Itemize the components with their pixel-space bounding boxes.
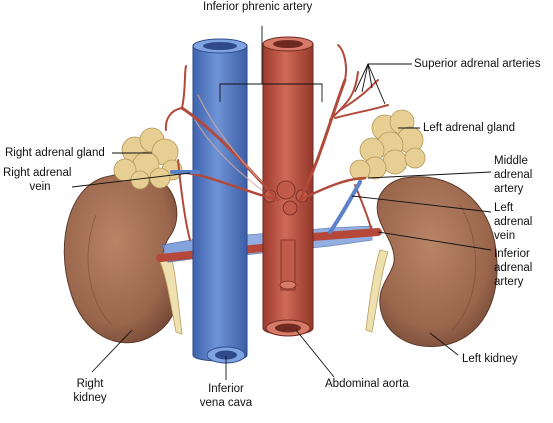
label-left-adrenal-gland: Left adrenal gland — [423, 122, 516, 134]
label-middle-adrenal-artery-line3: artery — [494, 183, 524, 195]
label-right-kidney-line1: Right — [76, 378, 104, 390]
label-inferior-adrenal-artery-line1: Inferior — [494, 248, 530, 260]
label-right-kidney-line2: kidney — [73, 392, 107, 404]
label-middle-adrenal-artery-line2: adrenal — [494, 169, 533, 181]
label-inferior-vena-cava-line1: Inferior — [208, 383, 244, 395]
label-inferior-phrenic-artery: Inferior phrenic artery — [203, 1, 313, 13]
label-abdominal-aorta: Abdominal aorta — [325, 378, 409, 390]
label-left-adrenal-vein-line2: adrenal — [494, 216, 533, 228]
label-left-kidney: Left kidney — [462, 353, 518, 365]
label-inferior-adrenal-artery-line2: adrenal — [494, 262, 533, 274]
visceral-branches — [263, 180, 309, 291]
right-ureter — [159, 259, 183, 335]
left-ureter — [365, 249, 389, 333]
label-inferior-adrenal-artery-line3: artery — [494, 276, 524, 288]
label-left-adrenal-vein-line1: Left — [494, 202, 514, 214]
label-inferior-vena-cava-line2: vena cava — [199, 397, 253, 409]
inferior-vena-cava — [192, 38, 248, 364]
left-adrenal-gland — [349, 109, 426, 181]
left-adrenal-vein — [328, 180, 362, 234]
label-left-adrenal-vein-line3: vein — [494, 230, 516, 242]
left-kidney — [376, 176, 498, 347]
label-right-adrenal-vein-line2: vein — [29, 181, 51, 193]
label-right-adrenal-gland: Right adrenal gland — [5, 147, 105, 159]
leader-lines — [71, 26, 492, 380]
label-middle-adrenal-artery-line1: Middle — [494, 155, 528, 167]
right-adrenal-gland — [113, 127, 183, 190]
label-superior-adrenal-arteries: Superior adrenal arteries — [414, 58, 541, 70]
label-right-adrenal-vein-line1: Right adrenal — [3, 167, 72, 179]
